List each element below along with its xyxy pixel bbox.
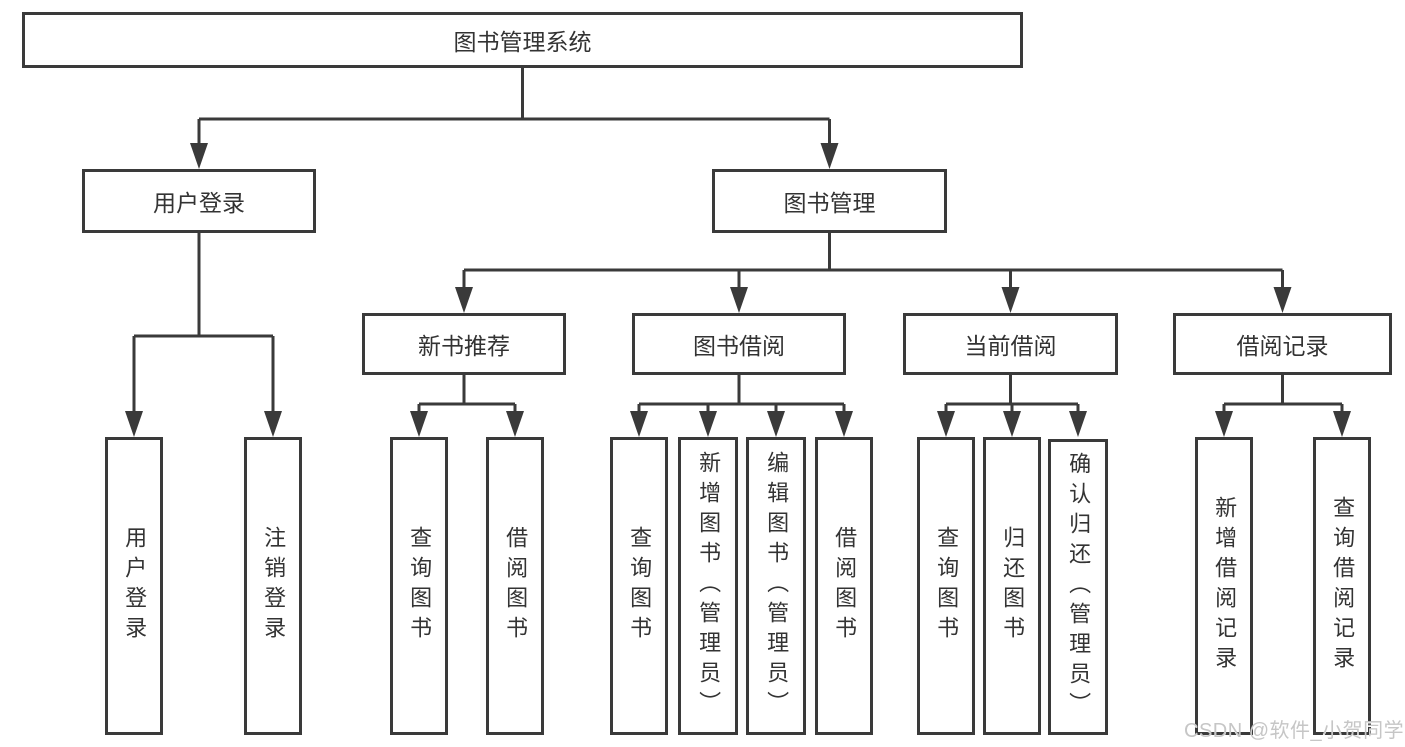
node-user-login-action-label: 用户登录: [122, 526, 148, 646]
node-book-management-label: 图书管理: [783, 190, 876, 216]
node-query-books-recommend-label: 查询图书: [407, 526, 433, 646]
node-user-login-label: 用户登录: [153, 190, 245, 216]
node-return-books-label: 归还图书: [1000, 526, 1026, 646]
node-borrow-books-recommend: 借阅图书: [486, 437, 544, 735]
watermark: CSDN @软件_小贺同学: [1184, 720, 1405, 742]
node-add-borrow-record-label: 新增借阅记录: [1212, 496, 1238, 676]
node-book-borrow-label: 图书借阅: [693, 333, 785, 359]
node-root: 图书管理系统: [22, 12, 1023, 68]
node-new-book-recommend: 新书推荐: [362, 313, 566, 375]
node-add-borrow-record: 新增借阅记录: [1195, 437, 1253, 735]
node-borrow-books-recommend-label: 借阅图书: [503, 526, 529, 646]
node-borrow-books-borrow: 借阅图书: [815, 437, 873, 735]
node-confirm-return-admin-label: 确认归还（管理员）: [1066, 452, 1092, 722]
node-borrow-books-borrow-label: 借阅图书: [832, 526, 858, 646]
node-user-login-action: 用户登录: [105, 437, 163, 735]
node-current-borrow: 当前借阅: [903, 313, 1118, 375]
node-add-books-admin: 新增图书（管理员）: [678, 437, 738, 735]
node-edit-books-admin: 编辑图书（管理员）: [746, 437, 806, 735]
node-add-books-admin-label: 新增图书（管理员）: [696, 451, 722, 721]
node-current-borrow-label: 当前借阅: [964, 333, 1057, 359]
node-query-books-borrow: 查询图书: [610, 437, 668, 735]
node-edit-books-admin-label: 编辑图书（管理员）: [764, 451, 790, 721]
node-logout-action-label: 注销登录: [261, 526, 287, 646]
node-book-borrow: 图书借阅: [632, 313, 846, 375]
node-query-borrow-record-label: 查询借阅记录: [1330, 496, 1356, 676]
node-new-book-recommend-label: 新书推荐: [418, 333, 510, 359]
node-root-label: 图书管理系统: [453, 29, 592, 55]
node-query-books-current-label: 查询图书: [934, 526, 960, 646]
node-query-books-current: 查询图书: [917, 437, 975, 735]
node-borrow-records: 借阅记录: [1173, 313, 1392, 375]
node-return-books: 归还图书: [983, 437, 1041, 735]
node-logout-action: 注销登录: [244, 437, 302, 735]
node-query-books-borrow-label: 查询图书: [627, 526, 653, 646]
node-book-management: 图书管理: [712, 169, 947, 233]
node-query-books-recommend: 查询图书: [390, 437, 448, 735]
node-query-borrow-record: 查询借阅记录: [1313, 437, 1371, 735]
node-user-login: 用户登录: [82, 169, 316, 233]
node-confirm-return-admin: 确认归还（管理员）: [1048, 439, 1108, 735]
node-borrow-records-label: 借阅记录: [1236, 333, 1329, 359]
